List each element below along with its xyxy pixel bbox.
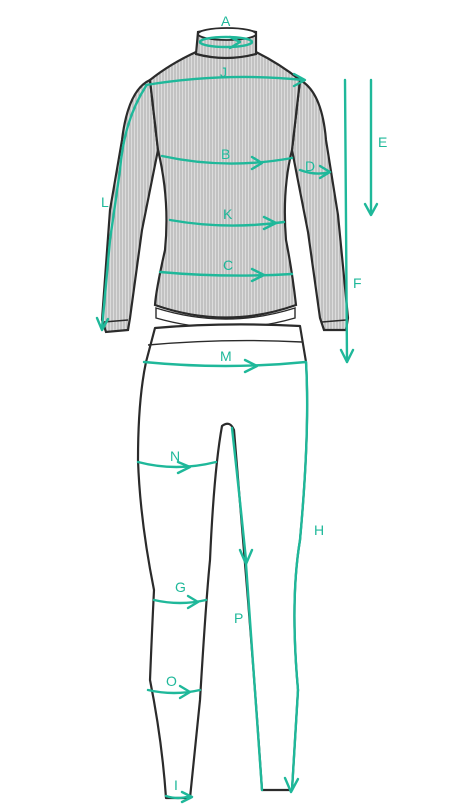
label-e: E <box>378 134 387 150</box>
label-o: O <box>166 673 177 689</box>
label-l: L <box>101 194 109 210</box>
label-a: A <box>221 13 231 29</box>
sweater-right-sleeve <box>292 80 348 330</box>
label-h: H <box>314 522 324 538</box>
leggings-illustration <box>138 324 307 798</box>
label-k: K <box>223 206 233 222</box>
label-p: P <box>234 610 243 626</box>
leggings-outline <box>138 324 307 798</box>
label-j: J <box>220 64 227 80</box>
label-i: I <box>174 777 178 793</box>
label-n: N <box>170 448 180 464</box>
label-m: M <box>220 348 232 364</box>
label-b: B <box>221 146 230 162</box>
sweater-body <box>150 52 300 318</box>
label-d: D <box>305 158 315 174</box>
label-c: C <box>223 257 233 273</box>
label-f: F <box>353 275 362 291</box>
label-g: G <box>175 579 186 595</box>
